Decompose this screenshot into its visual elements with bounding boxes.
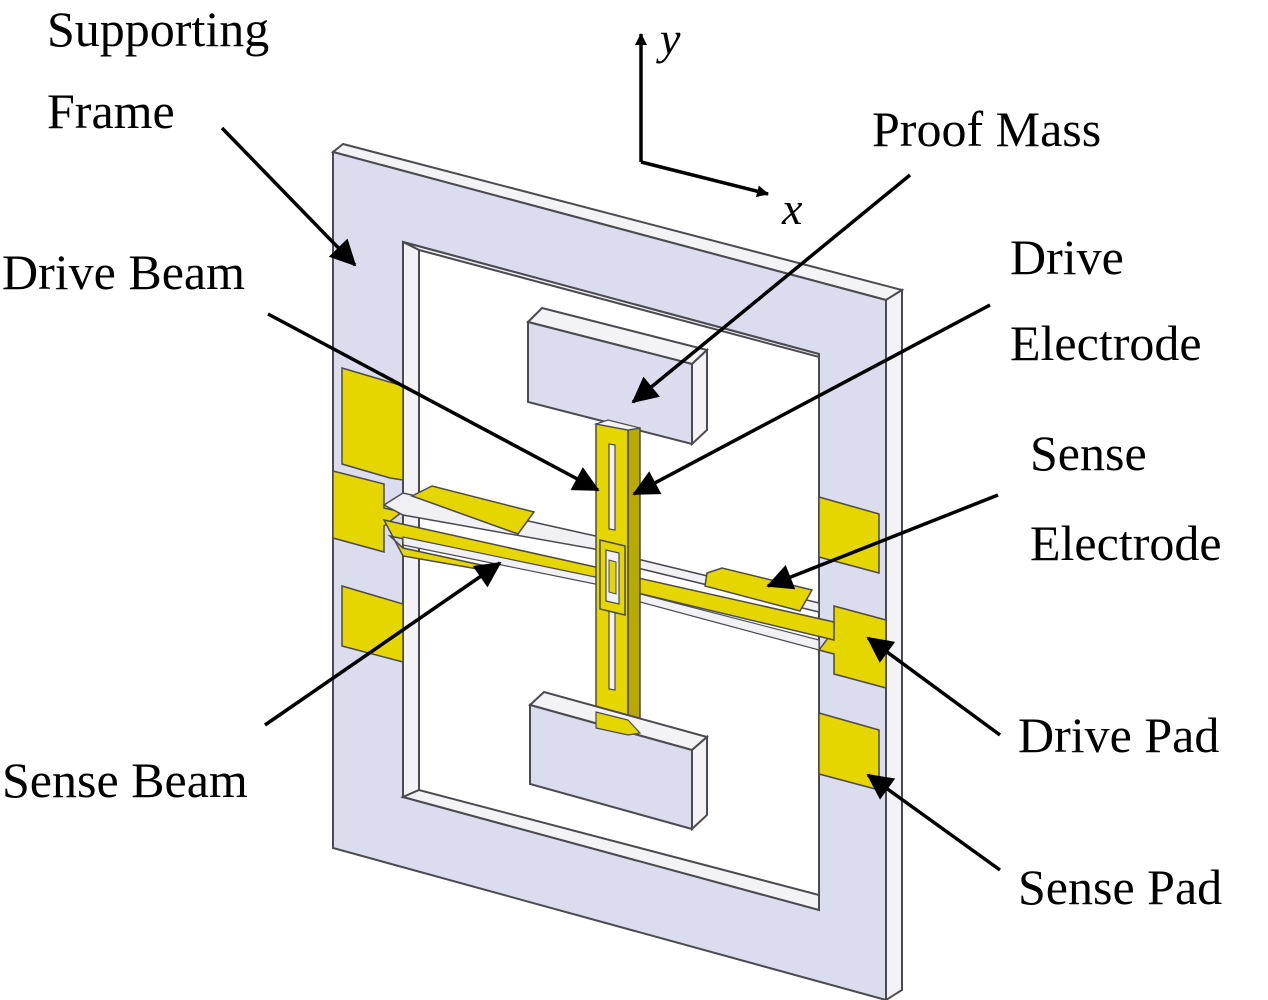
- proof-mass-top-front-face: [527, 320, 693, 446]
- proof-mass-leader: [631, 173, 912, 404]
- right-beams: [624, 555, 835, 651]
- drive-electrode-label-line1: Drive: [1010, 229, 1124, 285]
- y-axis-label: y: [660, 13, 681, 64]
- x-axis-label: x: [782, 183, 803, 234]
- central-junction-core: [608, 559, 617, 595]
- left-pads: [332, 366, 404, 663]
- frame-inner-bottom-bevel: [399, 788, 820, 912]
- drive-beam-label: Drive Beam: [2, 244, 245, 300]
- proof-mass-bottom-side-face: [691, 734, 708, 832]
- proof-mass-bottom-front-face: [529, 703, 693, 831]
- drive-electrode-label-line2: Electrode: [1010, 315, 1202, 371]
- proof-mass-top-side-face: [691, 347, 708, 447]
- supporting-frame-label-line1: Supporting: [47, 1, 270, 57]
- supporting-frame-label-line2: Frame: [47, 83, 175, 139]
- sense-pad-leader: [866, 773, 1002, 872]
- sense-electrode-label-line1: Sense: [1030, 425, 1147, 481]
- left-pad-middle: [332, 470, 404, 553]
- x-axis-arrow: [640, 160, 769, 198]
- left-pad-top: [341, 366, 404, 481]
- supporting-frame: [330, 142, 905, 1000]
- leader-lines: [220, 126, 1002, 872]
- drive-electrode-leader: [632, 303, 991, 496]
- sense-beam-label: Sense Beam: [2, 752, 248, 808]
- drive-beam-leader: [267, 312, 600, 492]
- right-pads: [817, 496, 887, 791]
- proof-mass-bottom: [528, 690, 710, 832]
- frame-inner-left-bevel: [402, 240, 420, 799]
- frame-right-edge: [885, 288, 903, 1000]
- central-beam-side: [627, 427, 641, 736]
- central-beam-bottom-end: [595, 711, 642, 736]
- drive-pad-label: Drive Pad: [1018, 707, 1220, 763]
- drive-pad-leader: [866, 636, 1002, 737]
- sense-beam-leader: [264, 561, 502, 727]
- central-beam-top: [593, 419, 641, 431]
- proof-mass-top: [526, 306, 710, 447]
- coordinate-axes: [635, 33, 769, 198]
- left-pad-bottom: [341, 584, 404, 663]
- right-pad-top: [818, 496, 880, 574]
- sense-electrode-label-line2: Electrode: [1030, 515, 1222, 571]
- supporting-frame-leader: [220, 126, 357, 267]
- central-beam: [593, 419, 641, 736]
- sense-electrode-leader: [766, 493, 999, 590]
- right-sense-electrode-strip: [704, 567, 814, 612]
- left-drive-electrode-strip: [410, 485, 536, 535]
- proof-mass-label: Proof Mass: [872, 101, 1102, 157]
- central-beam-slot-upper: [608, 443, 616, 531]
- sense-pad-label: Sense Pad: [1018, 859, 1223, 915]
